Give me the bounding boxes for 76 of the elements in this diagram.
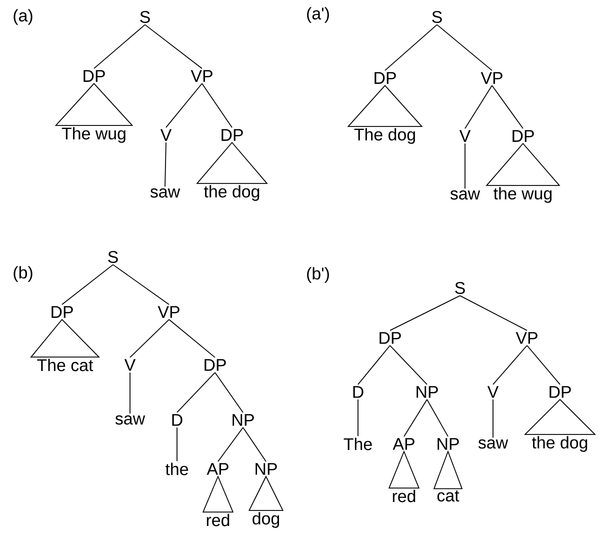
branch-line	[404, 399, 428, 437]
category-label: DP	[84, 70, 105, 82]
branch-line	[464, 85, 492, 129]
branch-line	[130, 319, 170, 358]
category-label: DP	[512, 130, 534, 142]
category-label: VP	[190, 70, 212, 82]
leaf-word: dog	[252, 512, 280, 528]
branch-line	[168, 319, 216, 358]
panel-label: (b')	[307, 267, 329, 283]
category-label: S	[108, 251, 118, 263]
leaf-word: the	[165, 462, 188, 476]
branch-line	[214, 372, 244, 413]
leaf-word: saw	[115, 415, 146, 425]
branch-line	[176, 372, 216, 413]
panel-label: (b)	[14, 266, 32, 282]
category-label: AP	[392, 438, 414, 450]
leaf-word: The	[344, 438, 372, 450]
branch-line	[492, 345, 528, 385]
category-label: S	[140, 11, 150, 23]
branch-line	[464, 143, 466, 190]
category-label: S	[455, 282, 465, 294]
branch-line	[390, 295, 460, 331]
category-label: VP	[480, 72, 502, 84]
leaf-word: The dog	[354, 128, 415, 144]
category-label: DP	[550, 386, 571, 398]
category-label: AP	[206, 463, 228, 475]
panel-label: (a)	[14, 9, 32, 25]
panel-label: (a')	[307, 7, 329, 23]
category-label: V	[160, 129, 172, 141]
category-label: V	[487, 386, 499, 398]
category-label: NP	[232, 414, 254, 426]
leaf-word: red	[206, 514, 230, 526]
leaf-word: saw	[450, 190, 480, 200]
leaf-word: cat	[437, 490, 460, 502]
category-label: VP	[158, 306, 180, 318]
branch-line	[112, 264, 170, 305]
branch-line	[166, 83, 202, 128]
leaf-word: The wug	[62, 127, 126, 143]
leaf-word: saw	[478, 439, 508, 449]
branch-line	[492, 85, 524, 129]
branch-line	[144, 24, 202, 69]
category-label: DP	[374, 72, 396, 84]
branch-line	[492, 399, 494, 438]
category-label: V	[124, 359, 136, 371]
branch-line	[176, 427, 178, 462]
branch-line	[358, 345, 390, 385]
branch-line	[390, 345, 428, 385]
leaf-word: the dog	[204, 185, 260, 201]
branch-line	[436, 24, 492, 71]
category-label: DP	[222, 129, 243, 141]
category-label: DP	[380, 332, 401, 344]
leaf-word: The cat	[37, 358, 94, 372]
category-label: V	[459, 130, 471, 142]
branch-line	[426, 399, 448, 437]
branch-line	[62, 264, 114, 305]
leaf-word: the dog	[532, 436, 588, 452]
category-label: NP	[416, 386, 438, 398]
branch-line	[460, 295, 528, 331]
branch-line	[202, 83, 232, 128]
branch-line	[242, 427, 266, 462]
category-label: VP	[516, 332, 538, 344]
leaf-word: the wug	[494, 187, 552, 203]
category-label: DP	[204, 359, 226, 371]
category-label: NP	[438, 438, 459, 450]
branch-line	[94, 24, 146, 69]
category-label: D	[353, 386, 364, 398]
leaf-word: red	[392, 490, 416, 502]
category-label: NP	[256, 463, 277, 475]
branch-line	[384, 24, 438, 71]
branch-line	[526, 345, 560, 385]
category-label: DP	[52, 306, 73, 318]
branch-line	[218, 427, 244, 462]
category-label: S	[432, 11, 442, 23]
leaf-word: saw	[150, 188, 180, 198]
category-label: D	[172, 414, 182, 426]
branch-line	[164, 142, 166, 188]
